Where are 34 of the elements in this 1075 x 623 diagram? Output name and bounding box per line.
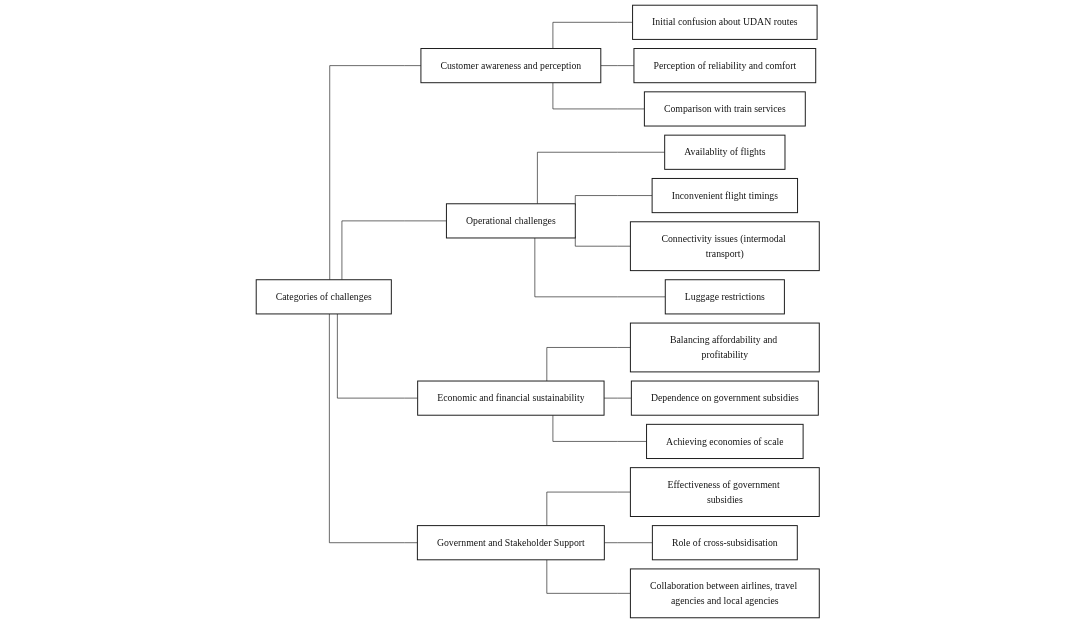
connector bbox=[534, 237, 666, 298]
connector bbox=[329, 65, 421, 281]
node-box: Comparison with train services bbox=[643, 91, 806, 127]
connector bbox=[336, 313, 418, 399]
connector bbox=[603, 542, 653, 544]
connector bbox=[328, 313, 418, 544]
connector bbox=[536, 151, 665, 205]
connector bbox=[600, 65, 634, 66]
node-box: Collaboration between airlines, travel agencies and local agencies bbox=[629, 568, 820, 619]
node-box: Perception of reliability and comfort bbox=[633, 48, 816, 84]
connector bbox=[552, 82, 645, 110]
node-box: Effectiveness of government subsidies bbox=[629, 467, 820, 517]
node-box: Role of cross-subsidisation bbox=[651, 525, 798, 561]
node-box: Initial confusion about UDAN routes bbox=[631, 4, 818, 40]
connector bbox=[546, 491, 631, 526]
node-box: Customer awareness and perception bbox=[420, 48, 602, 84]
connector bbox=[546, 559, 631, 594]
connector bbox=[603, 397, 632, 399]
node-box: Categories of challenges bbox=[255, 279, 392, 315]
node-box: Connectivity issues (intermodal transport) bbox=[629, 221, 820, 272]
node-box: Economic and financial sustainability bbox=[416, 380, 605, 416]
node-box: Luggage restrictions bbox=[664, 279, 785, 315]
node-box: Achieving economies of scale bbox=[645, 423, 804, 459]
node-box: Dependence on government subsidies bbox=[630, 380, 819, 416]
connector bbox=[552, 414, 647, 442]
node-box: Availablity of flights bbox=[663, 134, 786, 170]
connector bbox=[574, 195, 653, 206]
node-box: Operational challenges bbox=[445, 203, 576, 239]
connector bbox=[552, 22, 633, 49]
node-box: Government and Stakeholder Support bbox=[416, 525, 605, 561]
node-box: Balancing affordability and profitability bbox=[629, 322, 820, 373]
connector bbox=[341, 220, 447, 281]
node-box: Inconvenient flight timings bbox=[651, 177, 798, 214]
connector bbox=[546, 347, 631, 382]
